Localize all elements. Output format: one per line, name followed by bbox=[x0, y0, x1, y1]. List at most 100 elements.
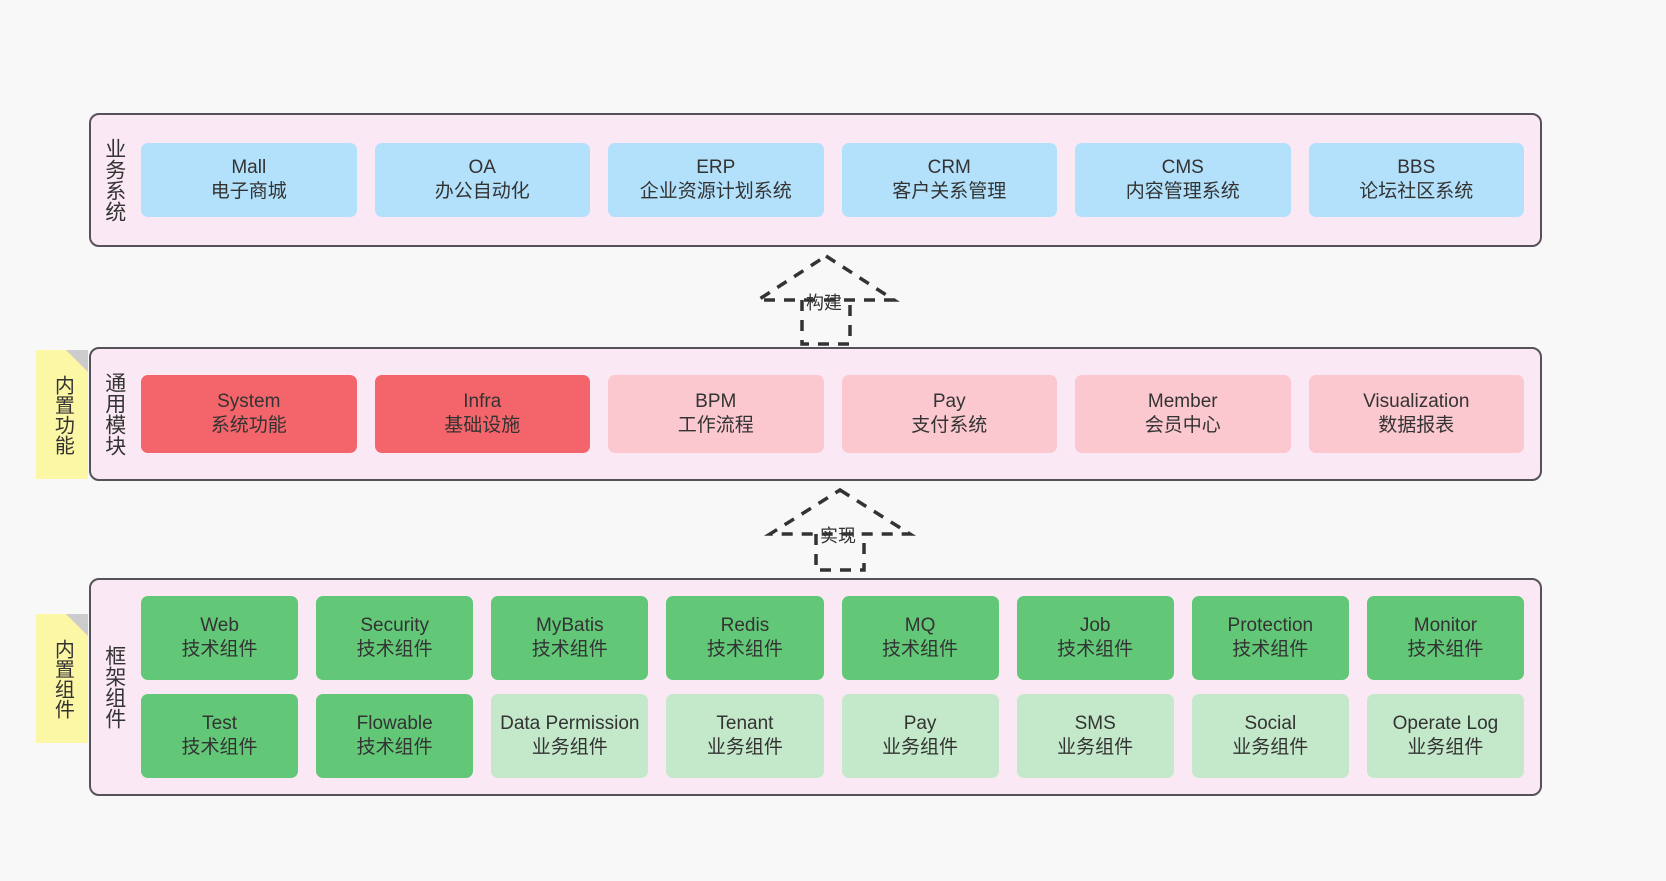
sticky-note-framework: 内置组件 bbox=[36, 614, 88, 743]
component-subtitle: 系统功能 bbox=[210, 415, 287, 436]
component-subtitle: 业务组件 bbox=[1057, 737, 1134, 758]
component-name: Visualization bbox=[1363, 390, 1470, 412]
component-row: System 系统功能 Infra 基础设施 BPM 工作流程 Pay 支付系统 Member 会… bbox=[141, 375, 1524, 453]
component-subtitle: 技术组件 bbox=[356, 639, 433, 660]
component-card-system[interactable]: System 系统功能 bbox=[141, 375, 357, 453]
component-subtitle: 业务组件 bbox=[882, 737, 959, 758]
component-subtitle: 业务组件 bbox=[531, 737, 608, 758]
component-card-mall[interactable]: Mall 电子商城 bbox=[141, 143, 357, 217]
component-card-member[interactable]: Member 会员中心 bbox=[1075, 375, 1291, 453]
component-subtitle: 技术组件 bbox=[1232, 639, 1309, 660]
component-card-oa[interactable]: OA 办公自动化 bbox=[374, 143, 590, 217]
component-subtitle: 技术组件 bbox=[882, 639, 959, 660]
component-name: Job bbox=[1079, 614, 1111, 636]
component-name: Monitor bbox=[1413, 614, 1478, 636]
component-subtitle: 技术组件 bbox=[181, 639, 258, 660]
component-name: SMS bbox=[1074, 712, 1116, 734]
component-name: MQ bbox=[904, 614, 936, 636]
component-name: Pay bbox=[932, 390, 966, 412]
component-card-protection[interactable]: Protection 技术组件 bbox=[1191, 596, 1349, 680]
component-name: Member bbox=[1147, 390, 1218, 412]
component-card-mq[interactable]: MQ 技术组件 bbox=[841, 596, 999, 680]
component-subtitle: 客户关系管理 bbox=[892, 181, 1007, 202]
component-subtitle: 办公自动化 bbox=[434, 181, 530, 202]
note-fold-corner-icon bbox=[66, 614, 88, 636]
component-name: Redis bbox=[720, 614, 770, 636]
component-card-flowable[interactable]: Flowable 技术组件 bbox=[316, 694, 474, 778]
component-card-web[interactable]: Web 技术组件 bbox=[141, 596, 299, 680]
component-subtitle: 业务组件 bbox=[1407, 737, 1484, 758]
layer-body-modules: System 系统功能 Infra 基础设施 BPM 工作流程 Pay 支付系统 Member 会… bbox=[137, 349, 1540, 479]
component-name: CRM bbox=[927, 156, 971, 178]
component-name: Test bbox=[202, 712, 237, 734]
component-name: Operate Log bbox=[1392, 712, 1499, 734]
component-subtitle: 技术组件 bbox=[356, 737, 433, 758]
component-name: System bbox=[217, 390, 281, 412]
component-card-security[interactable]: Security 技术组件 bbox=[316, 596, 474, 680]
connector-label-implement: 实现 bbox=[820, 526, 856, 546]
component-name: BPM bbox=[695, 390, 737, 412]
component-card-test[interactable]: Test 技术组件 bbox=[141, 694, 299, 778]
note-fold-corner-icon bbox=[66, 350, 88, 372]
sticky-note-label: 内置功能 bbox=[51, 374, 74, 455]
component-name: Data Permission bbox=[500, 712, 640, 734]
layer-panel-modules: 通用模块 System 系统功能 Infra 基础设施 BPM 工作流程 Pay 支付系统 Mem… bbox=[89, 347, 1542, 481]
connector-label-build: 构建 bbox=[806, 293, 842, 313]
component-card-sms[interactable]: SMS 业务组件 bbox=[1016, 694, 1174, 778]
component-subtitle: 技术组件 bbox=[181, 737, 258, 758]
component-card-operate-log[interactable]: Operate Log 业务组件 bbox=[1366, 694, 1524, 778]
component-card-data-permission[interactable]: Data Permission 业务组件 bbox=[491, 694, 649, 778]
component-subtitle: 技术组件 bbox=[1057, 639, 1134, 660]
component-subtitle: 工作流程 bbox=[677, 415, 754, 436]
component-subtitle: 论坛社区系统 bbox=[1359, 181, 1474, 202]
component-card-cms[interactable]: CMS 内容管理系统 bbox=[1075, 143, 1291, 217]
component-name: BBS bbox=[1397, 156, 1436, 178]
component-subtitle: 内容管理系统 bbox=[1125, 181, 1240, 202]
component-name: ERP bbox=[696, 156, 736, 178]
component-card-infra[interactable]: Infra 基础设施 bbox=[374, 375, 590, 453]
component-subtitle: 业务组件 bbox=[706, 737, 783, 758]
component-subtitle: 支付系统 bbox=[911, 415, 988, 436]
component-card-social[interactable]: Social 业务组件 bbox=[1191, 694, 1349, 778]
component-subtitle: 基础设施 bbox=[444, 415, 521, 436]
sticky-note-modules: 内置功能 bbox=[36, 350, 88, 479]
component-name: Mall bbox=[231, 156, 267, 178]
layer-title-modules: 通用模块 bbox=[102, 372, 126, 456]
component-name: CMS bbox=[1161, 156, 1204, 178]
component-subtitle: 业务组件 bbox=[1232, 737, 1309, 758]
component-card-pay[interactable]: Pay 支付系统 bbox=[841, 375, 1057, 453]
component-subtitle: 电子商城 bbox=[210, 181, 287, 202]
layer-title-business: 业务系统 bbox=[102, 138, 126, 222]
component-card-mybatis[interactable]: MyBatis 技术组件 bbox=[491, 596, 649, 680]
component-name: OA bbox=[468, 156, 496, 178]
component-card-visualization[interactable]: Visualization 数据报表 bbox=[1308, 375, 1524, 453]
component-card-bbs[interactable]: BBS 论坛社区系统 bbox=[1308, 143, 1524, 217]
sticky-note-label: 内置组件 bbox=[51, 638, 74, 719]
component-name: Social bbox=[1244, 712, 1297, 734]
component-name: MyBatis bbox=[536, 614, 604, 636]
component-subtitle: 技术组件 bbox=[1407, 639, 1484, 660]
component-card-job[interactable]: Job 技术组件 bbox=[1016, 596, 1174, 680]
component-subtitle: 技术组件 bbox=[531, 639, 608, 660]
component-subtitle: 数据报表 bbox=[1378, 415, 1455, 436]
component-subtitle: 会员中心 bbox=[1144, 415, 1221, 436]
component-name: Web bbox=[200, 614, 239, 636]
component-card-bpm[interactable]: BPM 工作流程 bbox=[608, 375, 824, 453]
component-card-monitor[interactable]: Monitor 技术组件 bbox=[1366, 596, 1524, 680]
component-name: Flowable bbox=[356, 712, 433, 734]
component-name: Security bbox=[360, 614, 429, 636]
component-name: Protection bbox=[1227, 614, 1314, 636]
component-card-crm[interactable]: CRM 客户关系管理 bbox=[841, 143, 1057, 217]
component-name: Infra bbox=[463, 390, 502, 412]
